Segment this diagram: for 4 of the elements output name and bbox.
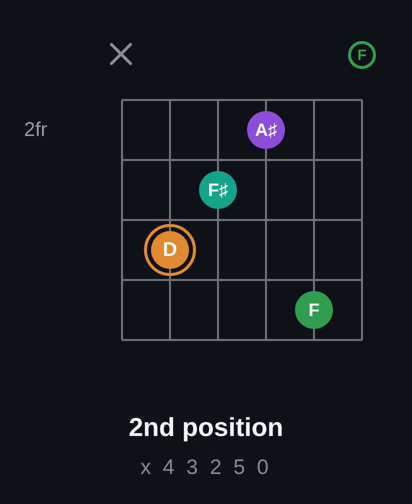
open-string-marker: F [348, 41, 376, 69]
chord-title: 2nd position [128, 411, 284, 443]
fret-number: 2fr [24, 118, 48, 143]
fingering-text: x 4 3 2 5 0 [139, 455, 273, 481]
